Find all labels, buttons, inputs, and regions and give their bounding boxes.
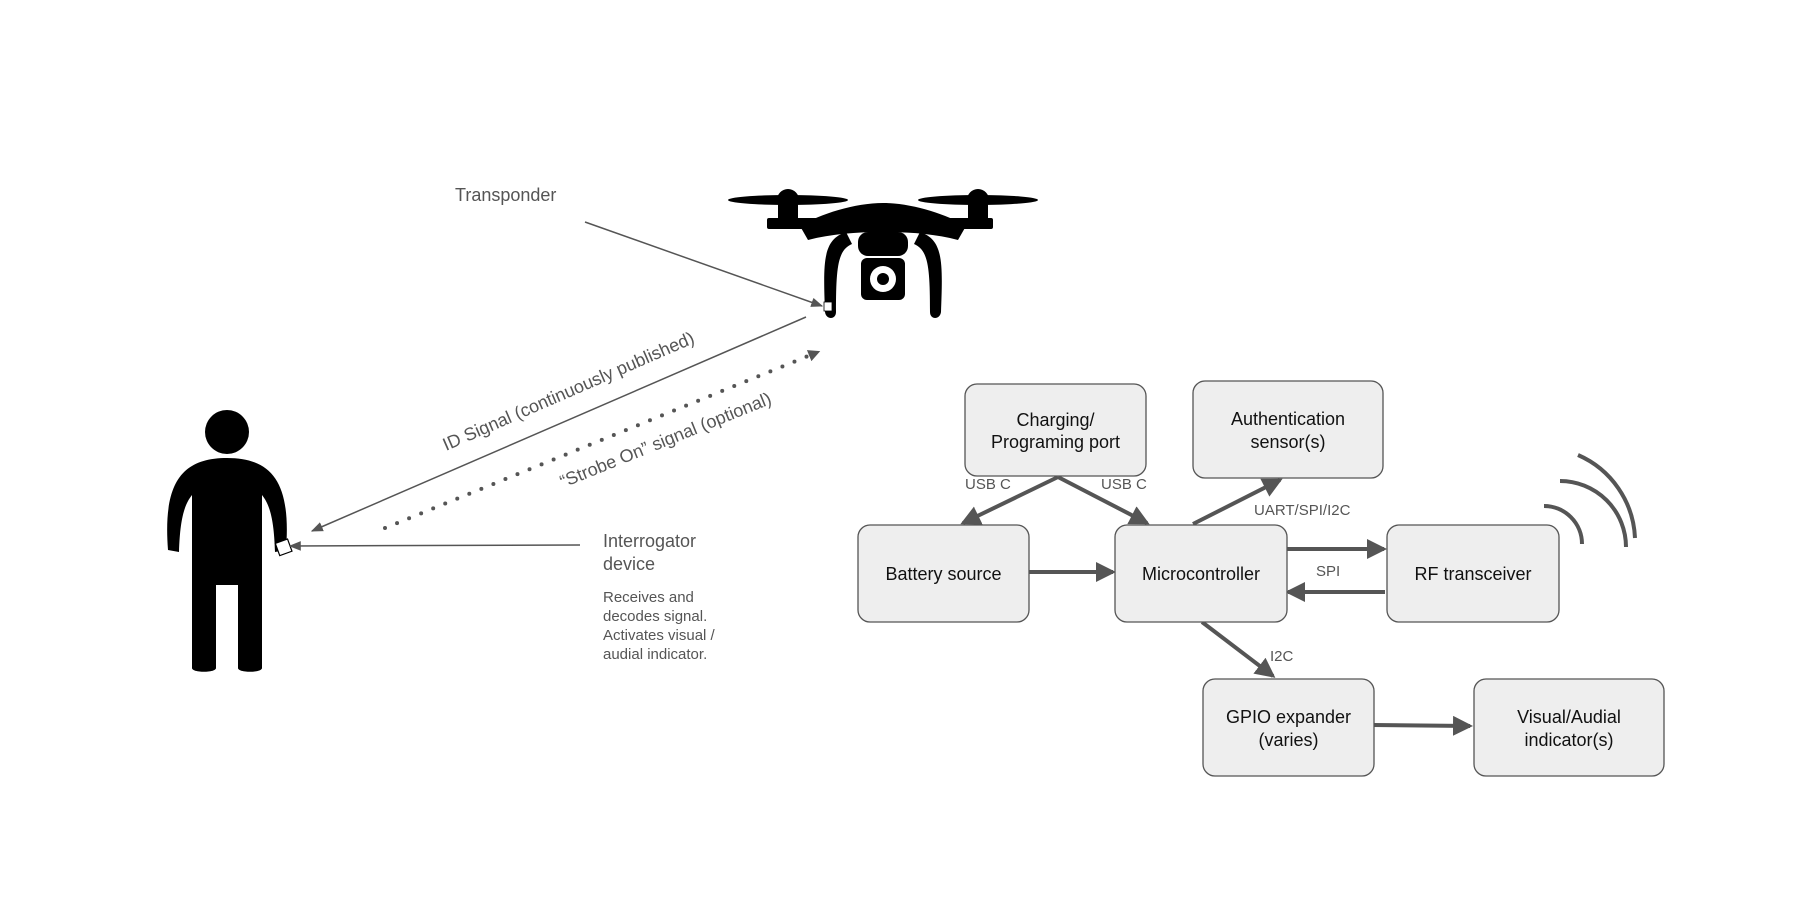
strobe-signal-arrow: [383, 350, 821, 530]
edge-mcu-to-auth: [1192, 478, 1283, 526]
edge-mcu-to-gpio: [1200, 620, 1276, 678]
svg-text:sensor(s): sensor(s): [1250, 432, 1325, 452]
node-authentication-sensor: Authentication sensor(s): [1192, 380, 1384, 479]
node-microcontroller: Microcontroller: [1114, 524, 1288, 623]
strobe-signal-label: “Strobe On” signal (optional): [557, 388, 774, 491]
edge-label-uart-spi-i2c: UART/SPI/I2C: [1254, 502, 1351, 519]
node-visual-audial-indicator: Visual/Audial indicator(s): [1473, 678, 1665, 777]
wireless-waves-icon: [1543, 453, 1637, 548]
node-charging-port: Charging/ Programing port: [964, 383, 1147, 477]
edge-charging-to-battery: [960, 475, 1059, 525]
svg-text:GPIO expander: GPIO expander: [1226, 707, 1351, 727]
svg-text:Interrogator: Interrogator: [603, 531, 696, 551]
svg-text:Activates visual /: Activates visual /: [603, 627, 716, 644]
edge-gpio-to-indicator: [1372, 715, 1473, 736]
node-gpio-expander: GPIO expander (varies): [1202, 678, 1375, 777]
person-icon: [167, 410, 293, 672]
interrogator-note: Receives and decodes signal. Activates v…: [603, 589, 716, 663]
svg-text:device: device: [603, 554, 655, 574]
node-battery-source: Battery source: [857, 524, 1030, 623]
svg-text:(varies): (varies): [1258, 730, 1318, 750]
svg-text:Charging/: Charging/: [1016, 410, 1094, 430]
transponder-pointer: [584, 221, 824, 307]
drone-icon: [728, 189, 1038, 318]
svg-text:Battery source: Battery source: [885, 564, 1001, 584]
svg-text:Authentication: Authentication: [1231, 409, 1345, 429]
interrogator-pointer: [288, 541, 581, 551]
edge-label-usb-c-left: USB C: [965, 476, 1011, 493]
interrogator-label: Interrogator device: [603, 531, 696, 574]
transponder-label: Transponder: [455, 185, 556, 205]
svg-text:indicator(s): indicator(s): [1524, 730, 1613, 750]
svg-text:decodes signal.: decodes signal.: [603, 608, 707, 625]
svg-text:audial indicator.: audial indicator.: [603, 646, 707, 663]
svg-text:RF transceiver: RF transceiver: [1414, 564, 1531, 584]
edge-charging-to-mcu: [1057, 475, 1150, 525]
svg-text:Microcontroller: Microcontroller: [1142, 564, 1260, 584]
svg-text:Visual/Audial: Visual/Audial: [1517, 707, 1621, 727]
edge-label-spi: SPI: [1316, 563, 1340, 580]
node-rf-transceiver: RF transceiver: [1386, 524, 1560, 623]
edge-label-usb-c-right: USB C: [1101, 476, 1147, 493]
edge-label-i2c: I2C: [1270, 648, 1294, 665]
id-signal-arrow: [310, 316, 807, 532]
svg-text:Programing port: Programing port: [991, 432, 1120, 452]
svg-text:Receives and: Receives and: [603, 589, 694, 606]
